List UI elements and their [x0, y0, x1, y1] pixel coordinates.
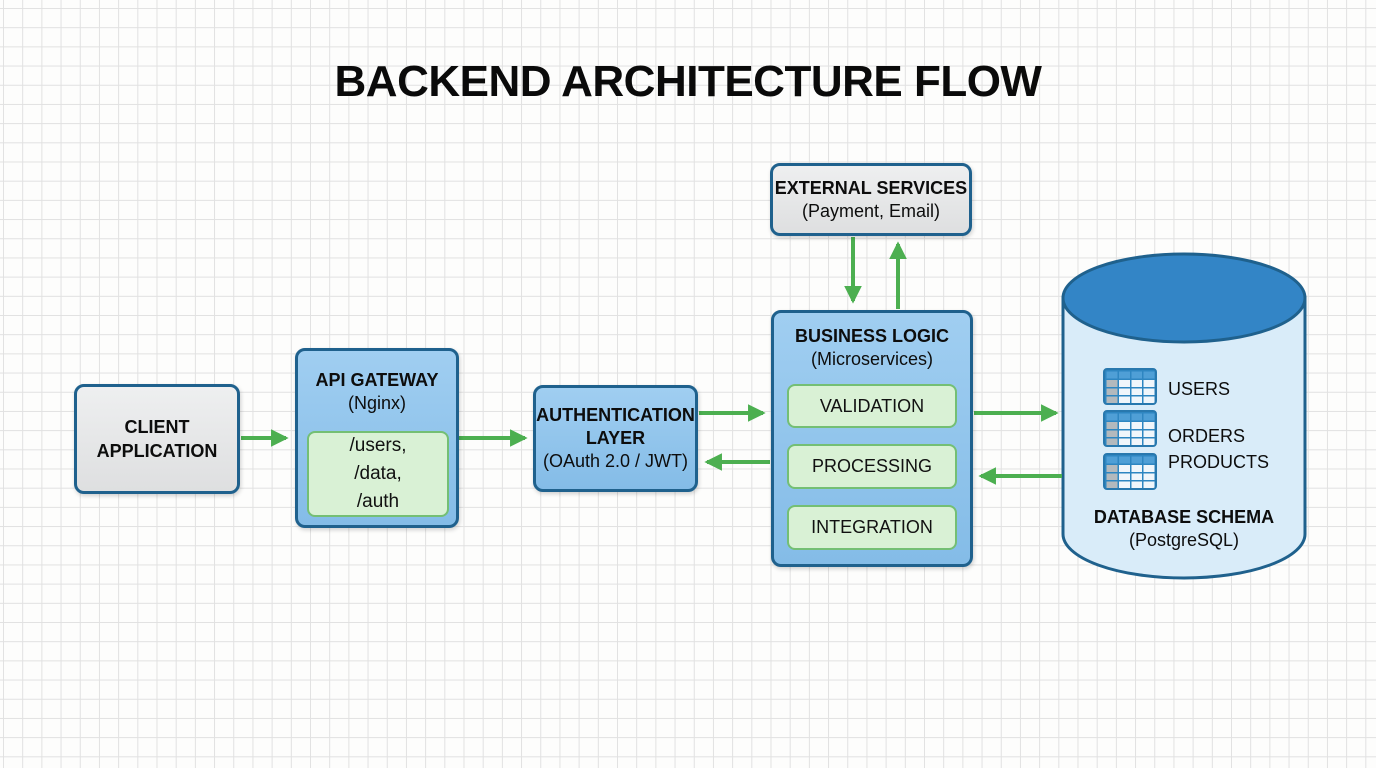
business-logic-title: BUSINESS LOGIC: [794, 326, 950, 346]
route-item: /auth: [356, 491, 400, 512]
api-gateway-subtitle: (Nginx): [347, 393, 406, 413]
external-services-title: EXTERNAL SERVICES: [774, 177, 968, 198]
gateway-routes-chip: /users, /data, /auth: [307, 431, 449, 517]
table-icon: [1103, 410, 1157, 447]
table-label-products: PRODUCTS: [1168, 452, 1270, 472]
business-logic-subtitle: (Microservices): [810, 349, 933, 369]
business-logic-node: BUSINESS LOGIC (Microservices) VALIDATIO…: [771, 310, 973, 567]
service-item-validation: VALIDATION: [787, 384, 957, 428]
database-cylinder-top: [1061, 252, 1307, 344]
auth-layer-title: AUTHENTICATION LAYER: [536, 405, 695, 448]
auth-layer-subtitle: (OAuth 2.0 / JWT): [542, 451, 689, 471]
external-services-subtitle: (Payment, Email): [801, 200, 941, 221]
page-title: BACKEND ARCHITECTURE FLOW: [334, 57, 1042, 106]
table-label-users: USERS: [1168, 379, 1231, 399]
auth-layer-node: AUTHENTICATION LAYER (OAuth 2.0 / JWT): [533, 385, 698, 492]
table-icon: [1103, 453, 1157, 490]
api-gateway-title: API GATEWAY: [315, 370, 439, 390]
database-schema-subtitle: (PostgreSQL): [1128, 530, 1240, 550]
service-item-processing: PROCESSING: [787, 444, 957, 489]
database-schema-title: DATABASE SCHEMA: [1093, 507, 1275, 527]
external-services-node: EXTERNAL SERVICES (Payment, Email): [770, 163, 972, 236]
route-item: /data,: [354, 463, 402, 484]
table-label-orders: ORDERS: [1168, 426, 1246, 446]
client-application-node: CLIENT APPLICATION: [74, 384, 240, 494]
route-item: /users,: [349, 435, 407, 456]
table-icon: [1103, 368, 1157, 405]
client-application-label: CLIENT APPLICATION: [96, 417, 218, 461]
api-gateway-node: API GATEWAY (Nginx) /users, /data, /auth: [295, 348, 459, 528]
service-item-integration: INTEGRATION: [787, 505, 957, 550]
